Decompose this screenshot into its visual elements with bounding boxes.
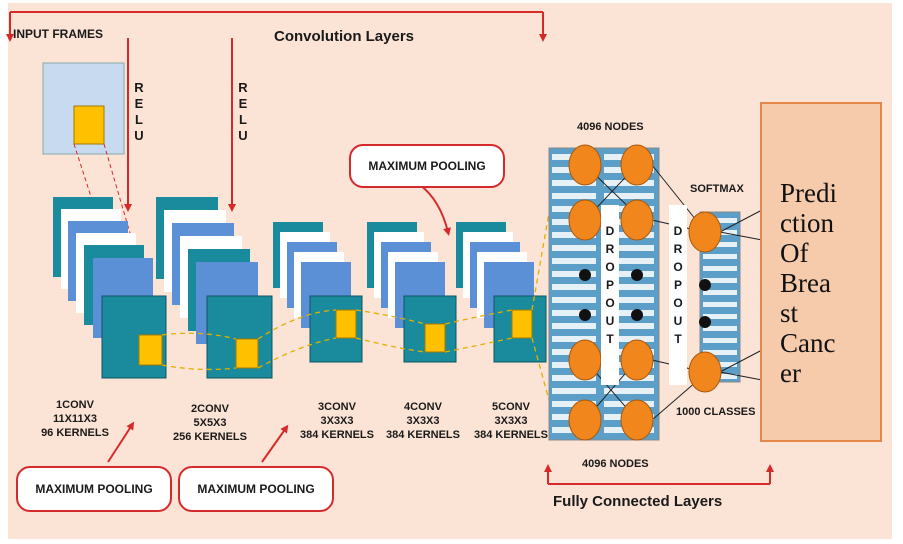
max-pooling-box-2: MAXIMUM POOLING: [178, 466, 334, 512]
fc-stripe: [604, 375, 654, 381]
relu-label-1: R E L U: [134, 80, 144, 143]
convolution-layers-label: Convolution Layers: [274, 28, 415, 45]
conv-2-label: 2CONV 5X5X3 256 KERNELS: [165, 402, 255, 444]
softmax-stripe: [703, 218, 737, 223]
softmax-stripe: [703, 338, 737, 343]
softmax-label: SOFTMAX: [690, 183, 744, 195]
softmax-stripe: [703, 326, 737, 331]
fc-stripe: [552, 180, 596, 186]
conv-1-size: 11X11X3: [52, 413, 98, 425]
fc-stripe: [552, 271, 596, 277]
convolution-bracket: [6, 11, 547, 42]
fc-stripe: [604, 310, 654, 316]
fc-stripe: [552, 401, 596, 407]
pool-arrow-1: [107, 421, 135, 463]
conv-3-label: 3CONV 3X3X3 384 KERNELS: [292, 400, 382, 442]
conv-4-kernels: 384 KERNELS: [386, 429, 460, 441]
conv-4-name: 4CONV: [404, 401, 442, 413]
fc-stripe: [604, 258, 654, 264]
classes-label: 1000 CLASSES: [676, 406, 756, 418]
conv-2-name: 2CONV: [191, 403, 229, 415]
fully-connected-label: Fully Connected Layers: [553, 493, 723, 510]
softmax-stripe: [703, 350, 737, 355]
prediction-line-4: Brea: [780, 268, 831, 298]
fc-stripe: [552, 245, 596, 251]
dropout-label-2: D R O P O U T: [673, 224, 683, 346]
fc-stripe: [604, 271, 654, 277]
conv-1-kernels: 96 KERNELS: [41, 427, 109, 439]
softmax-stripe: [703, 302, 737, 307]
fc-stripe: [604, 388, 654, 394]
conv-2-kernels: 256 KERNELS: [173, 431, 247, 443]
fc-stripe: [604, 180, 654, 186]
softmax-stripe: [703, 254, 737, 259]
conv-3-size: 3X3X3: [320, 415, 354, 427]
fc-stripe: [604, 284, 654, 290]
input-frame: [42, 62, 161, 337]
relu-label-2: R E L U: [238, 80, 248, 143]
pool-arrow-3: [419, 184, 451, 236]
fc-stripe: [552, 297, 596, 303]
prediction-line-3: Of: [780, 238, 809, 268]
max-pooling-box-1: MAXIMUM POOLING: [16, 466, 172, 512]
conv-stack-5: [456, 222, 547, 363]
prediction-line-5: st: [780, 298, 799, 328]
fc-stripe: [604, 323, 654, 329]
prediction-line-1: Predi: [780, 178, 837, 208]
conv-4-size: 3X3X3: [406, 415, 440, 427]
conv-stack-2: [156, 197, 273, 379]
conv-1-label: 1CONV 11X11X3 96 KERNELS: [40, 398, 110, 440]
fc-stripe: [604, 336, 654, 342]
conv-3-kernels: 384 KERNELS: [300, 429, 374, 441]
conv-1-name: 1CONV: [56, 399, 94, 411]
fc-stripe: [552, 310, 596, 316]
fully-connected-layers: [548, 144, 763, 441]
fc-stripe: [552, 375, 596, 381]
nodes-top-label: 4096 NODES: [577, 121, 644, 133]
input-frames-label: INPUT FRAMES: [13, 27, 103, 41]
fc-stripe: [604, 193, 654, 199]
conv-5-kernels: 384 KERNELS: [474, 429, 548, 441]
prediction-line-7: er: [780, 358, 801, 388]
fc-stripe: [552, 388, 596, 394]
pool-arrow-2: [261, 424, 289, 463]
conv-5-size: 3X3X3: [494, 415, 528, 427]
conv-5-label: 5CONV 3X3X3 384 KERNELS: [466, 400, 556, 442]
prediction-box: Predi ction Of Brea st Canc er: [760, 102, 882, 442]
max-pooling-box-3: MAXIMUM POOLING: [349, 144, 505, 188]
prediction-line-6: Canc: [780, 328, 836, 358]
nodes-bottom-label: 4096 NODES: [582, 458, 649, 470]
fc-stripe: [552, 193, 596, 199]
conv-5-name: 5CONV: [492, 401, 530, 413]
conv-2-size: 5X5X3: [193, 417, 227, 429]
conv-stack-4: [367, 222, 457, 363]
softmax-stripe: [703, 290, 737, 295]
conv-stack-1: [53, 197, 167, 379]
softmax-stripe: [703, 242, 737, 247]
fc-stripe: [604, 245, 654, 251]
fc-stripe: [552, 336, 596, 342]
conv-stack-3: [273, 222, 363, 363]
softmax-stripe: [703, 266, 737, 271]
conv-3-name: 3CONV: [318, 401, 356, 413]
fully-connected-bracket: [544, 464, 774, 485]
softmax-stripe: [703, 278, 737, 283]
fc-stripe: [552, 258, 596, 264]
diagram-canvas: [8, 3, 892, 539]
softmax-stripe: [703, 314, 737, 319]
prediction-line-2: ction: [780, 208, 834, 238]
fc-stripe: [552, 323, 596, 329]
conv-4-label: 4CONV 3X3X3 384 KERNELS: [378, 400, 468, 442]
dropout-label-1: D R O P O U T: [605, 224, 615, 346]
fc-stripe: [552, 284, 596, 290]
fc-stripe: [604, 297, 654, 303]
